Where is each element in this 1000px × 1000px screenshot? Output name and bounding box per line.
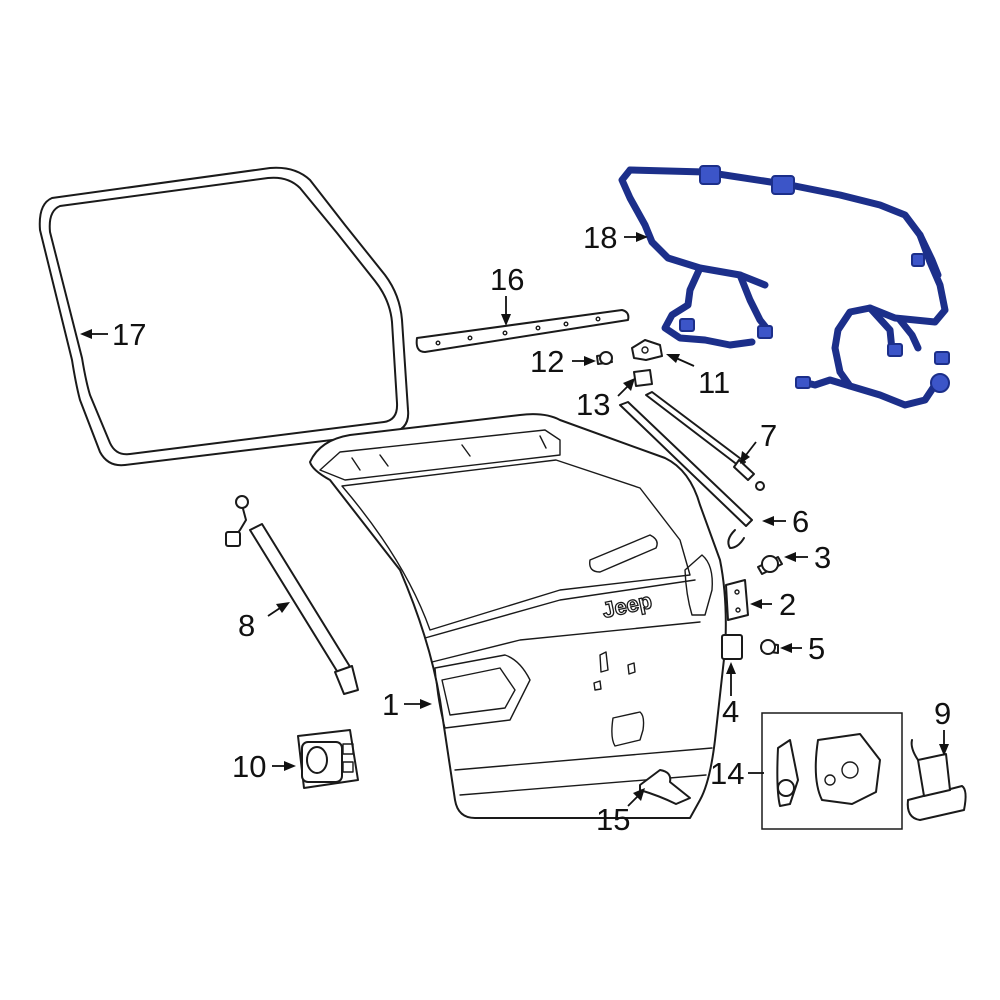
callout-label-7: 7: [760, 418, 777, 453]
callout-12: 12: [530, 344, 596, 379]
callout-label-11: 11: [698, 365, 730, 400]
part-16-molding-strip: [415, 309, 630, 353]
callout-15: 15: [596, 788, 645, 837]
callout-label-8: 8: [238, 608, 255, 643]
part-13-nut: [633, 369, 653, 387]
callout-10: 10: [232, 749, 296, 784]
callout-16: 16: [490, 262, 524, 326]
part-12-bolt: [596, 351, 613, 365]
part-8-lift-strut: [225, 495, 359, 695]
callout-label-17: 17: [112, 317, 146, 352]
callout-5: 5: [780, 631, 825, 666]
callout-label-1: 1: [382, 687, 399, 722]
part-6-bracket: [619, 401, 753, 549]
callout-3: 3: [784, 540, 831, 575]
callout-label-14: 14: [710, 756, 744, 791]
part-4-bumper: [721, 634, 743, 660]
part-3-bolt: [757, 555, 783, 575]
part-2-bracket: [725, 579, 749, 621]
callout-label-2: 2: [779, 587, 796, 622]
callout-label-9: 9: [934, 696, 951, 731]
callout-4: 4: [722, 662, 739, 729]
callout-9: 9: [934, 696, 951, 756]
callout-label-5: 5: [808, 631, 825, 666]
callout-17: 17: [80, 317, 146, 352]
callout-label-10: 10: [232, 749, 266, 784]
part-10-switch: [297, 729, 359, 789]
part-18-wiring-harness: [618, 165, 950, 409]
part-14-latch-group: [761, 712, 903, 830]
part-11-hinge: [631, 339, 663, 361]
callout-2: 2: [750, 587, 796, 622]
callout-6: 6: [762, 504, 809, 539]
part-17-weatherstrip: [38, 166, 410, 467]
part-1-liftgate: Jeep: [309, 413, 727, 819]
callout-1: 1: [382, 687, 432, 722]
callout-18: 18: [583, 220, 648, 255]
part-15-stopper: [639, 769, 691, 805]
callout-14: 14: [710, 756, 764, 791]
callout-label-12: 12: [530, 344, 564, 379]
callout-label-16: 16: [490, 262, 524, 297]
part-9-handle: [906, 739, 967, 821]
callout-label-15: 15: [596, 802, 630, 837]
callout-13: 13: [576, 378, 635, 422]
part-5-bolt: [760, 639, 779, 655]
callout-label-13: 13: [576, 387, 610, 422]
callout-11: 11: [666, 354, 730, 400]
callout-label-6: 6: [792, 504, 809, 539]
callout-label-3: 3: [814, 540, 831, 575]
callout-label-4: 4: [722, 694, 739, 729]
callout-7: 7: [740, 418, 777, 464]
callout-label-18: 18: [583, 220, 617, 255]
callout-8: 8: [238, 602, 290, 643]
part-7-gas-strut: [645, 391, 765, 491]
